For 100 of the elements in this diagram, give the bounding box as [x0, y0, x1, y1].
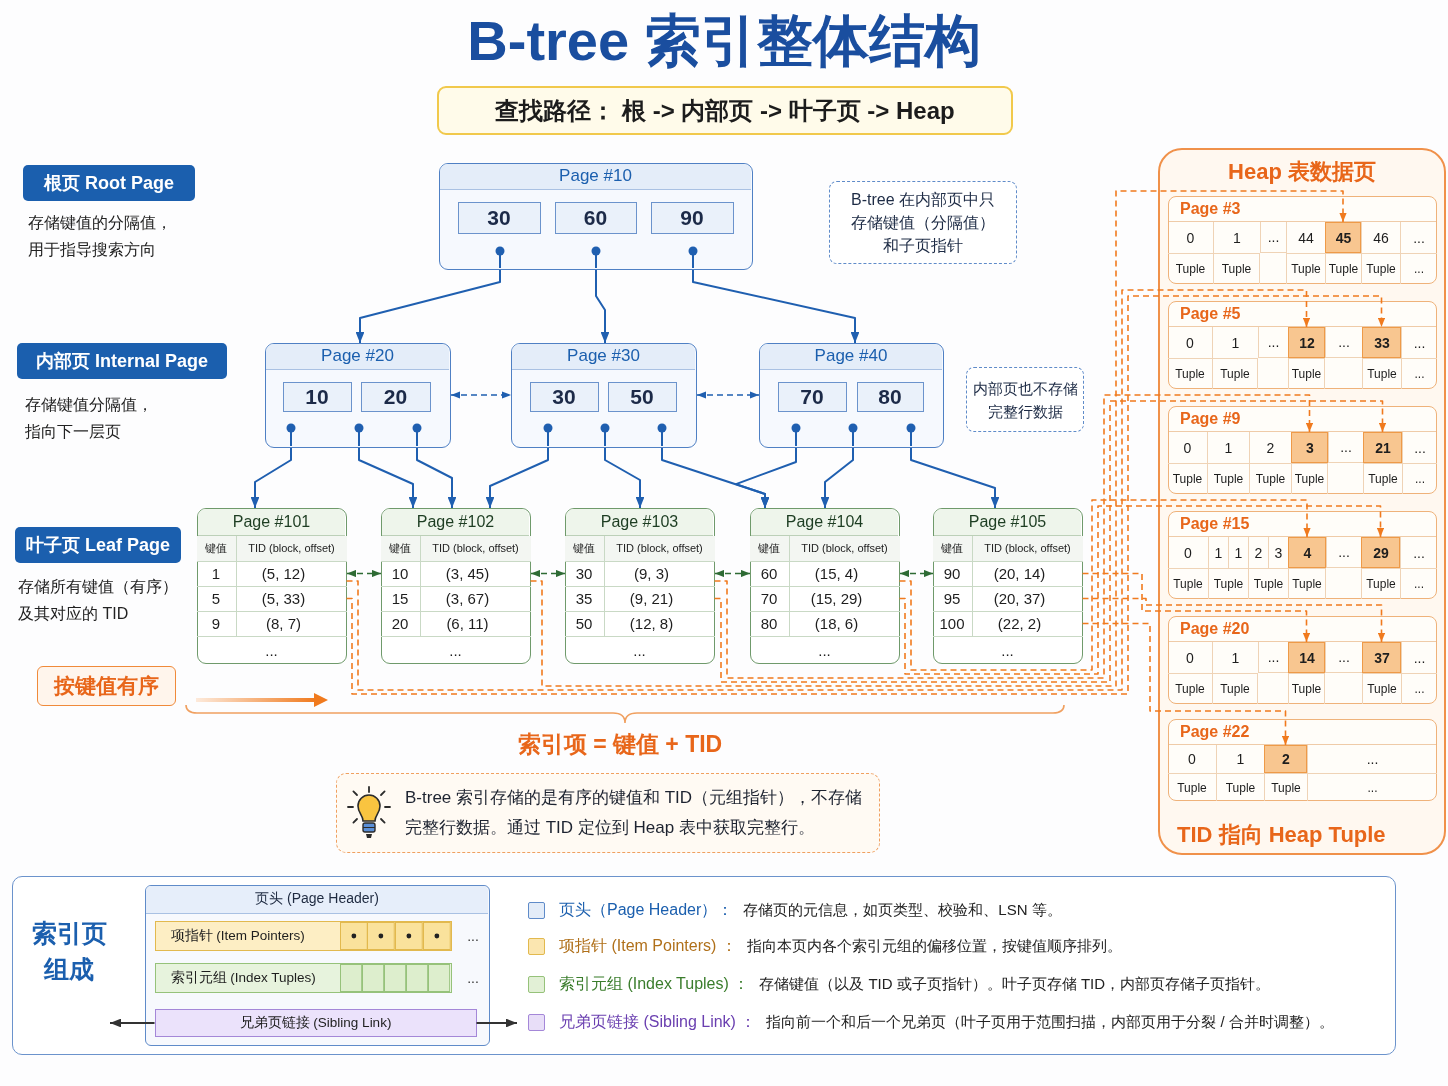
table-cell: Tuple: [1288, 673, 1325, 704]
arrow: [692, 269, 860, 344]
table-cell: Tuple: [1362, 358, 1401, 389]
table-cell: 0: [1168, 327, 1212, 358]
table-cell: Tuple: [1288, 568, 1326, 599]
table-cell: ...: [1400, 253, 1437, 284]
header-cell: 键值: [196, 535, 237, 561]
table-cell: 0: [1168, 222, 1213, 253]
table-cell: Tuple: [1213, 253, 1260, 284]
table-cell: 90: [932, 560, 973, 586]
arrow: [355, 269, 501, 344]
page-header: Page #40: [760, 344, 942, 370]
header-cell: 键值: [749, 535, 790, 561]
table-cell: 46: [1361, 222, 1400, 253]
table-cell: 1: [1212, 642, 1258, 673]
table-cell: 1: [1212, 327, 1258, 358]
key-cell: 60: [554, 201, 637, 234]
key-cell: 20: [360, 381, 431, 412]
header-cell: TID (block, offset): [420, 535, 531, 561]
table-cell: Tuple: [1291, 463, 1328, 494]
header-cell: TID (block, offset): [236, 535, 347, 561]
table-cell: 35: [564, 585, 605, 611]
table-cell: 1: [196, 560, 237, 586]
page-header: Page #10: [440, 164, 751, 190]
table-cell: Tuple: [1168, 253, 1213, 284]
table-cell: 60: [749, 560, 790, 586]
key-cell: 80: [856, 381, 924, 412]
table-cell: Tuple: [1168, 463, 1207, 494]
table-cell: 20: [380, 610, 421, 636]
panel-title: Heap 表数据页: [1227, 158, 1377, 186]
table-cell: ...: [932, 635, 1083, 664]
table-cell: (12, 8): [604, 610, 715, 636]
table-cell: 1: [1213, 222, 1260, 253]
section-title: 索引页组成: [30, 918, 108, 985]
page-box: [511, 343, 697, 448]
table-cell: 0: [1168, 432, 1207, 463]
header-cell: 键值: [932, 535, 973, 561]
table-cell: 1: [1228, 537, 1248, 568]
table-cell: (3, 67): [420, 585, 531, 611]
dashed-arrow: [898, 499, 1311, 671]
page-header: Page #101: [198, 509, 345, 536]
note-box: B-tree 在内部页中只存储键值（分隔值）和子页指针: [829, 181, 1017, 264]
arrow: [485, 447, 549, 509]
table-cell: ...: [1400, 537, 1437, 568]
table-cell: Tuple: [1168, 358, 1212, 389]
table-cell: ...: [380, 635, 531, 664]
level-badge: 叶子页 Leaf Page: [15, 527, 181, 563]
arrow: [250, 447, 292, 509]
description-text: 存储键值的分隔值，用于指导搜索方向: [28, 213, 173, 260]
highlighted-cell: 3: [1291, 432, 1328, 463]
table-cell: 30: [564, 560, 605, 586]
page-header: Page #20: [266, 344, 449, 370]
legend-description: 指向前一个和后一个兄弟页（叶子页用于范围扫描，内部页用于分裂 / 合并时调整）。: [766, 1012, 1334, 1032]
page-box: [759, 343, 944, 448]
key-cell: 30: [457, 201, 541, 234]
table-cell: Tuple: [1212, 358, 1258, 389]
table-cell: 10: [380, 560, 421, 586]
table-cell: Tuple: [1363, 463, 1402, 494]
table-cell: 1: [1208, 537, 1228, 568]
arrow: [595, 269, 610, 344]
table-cell: (20, 14): [972, 560, 1083, 586]
legend-description: 指向本页内各个索引元组的偏移位置，按键值顺序排列。: [746, 936, 1122, 956]
tip-box: [336, 773, 880, 853]
table-cell: (15, 29): [789, 585, 900, 611]
table-cell: ...: [1402, 463, 1437, 494]
table-cell: 0: [1168, 745, 1216, 773]
table-cell: Tuple: [1208, 568, 1248, 599]
highlighted-cell: 33: [1362, 327, 1401, 358]
table-cell: Tuple: [1325, 253, 1361, 284]
page-box: [145, 885, 490, 1046]
table-cell: 100: [932, 610, 973, 636]
table-cell: 2: [1248, 537, 1268, 568]
table-cell: Tuple: [1168, 773, 1216, 801]
level-badge: 根页 Root Page: [23, 165, 195, 201]
table-cell: Tuple: [1249, 463, 1291, 494]
table-cell: Tuple: [1212, 673, 1258, 704]
table-cell: ...: [1401, 358, 1437, 389]
dashed-arrow: [1081, 622, 1290, 746]
double-arrow: [899, 569, 934, 578]
page-header: Page #105: [934, 509, 1081, 536]
table-cell: ...: [196, 635, 347, 664]
tuple-row: [154, 962, 452, 993]
table-cell: Tuple: [1168, 673, 1212, 704]
sibling-row: 兄弟页链接 (Sibling Link): [154, 1008, 477, 1037]
dashed-arrow: [898, 505, 1385, 675]
page-box: [1168, 719, 1437, 801]
double-arrow: [450, 391, 512, 399]
table-cell: 50: [564, 610, 605, 636]
table-cell: 95: [932, 585, 973, 611]
highlighted-cell: 14: [1288, 642, 1325, 673]
table-cell: (3, 45): [420, 560, 531, 586]
header-cell: TID (block, offset): [604, 535, 715, 561]
legend-label: 兄弟页链接 (Sibling Link) ：: [559, 1011, 757, 1032]
key-cell: 10: [282, 381, 352, 412]
key-cell: 90: [650, 201, 734, 234]
table-cell: Tuple: [1168, 568, 1208, 599]
arrow: [820, 447, 854, 509]
table-cell: ...: [749, 635, 900, 664]
legend-label: 项指针 (Item Pointers) ：: [559, 935, 737, 956]
table-cell: 1: [1207, 432, 1249, 463]
